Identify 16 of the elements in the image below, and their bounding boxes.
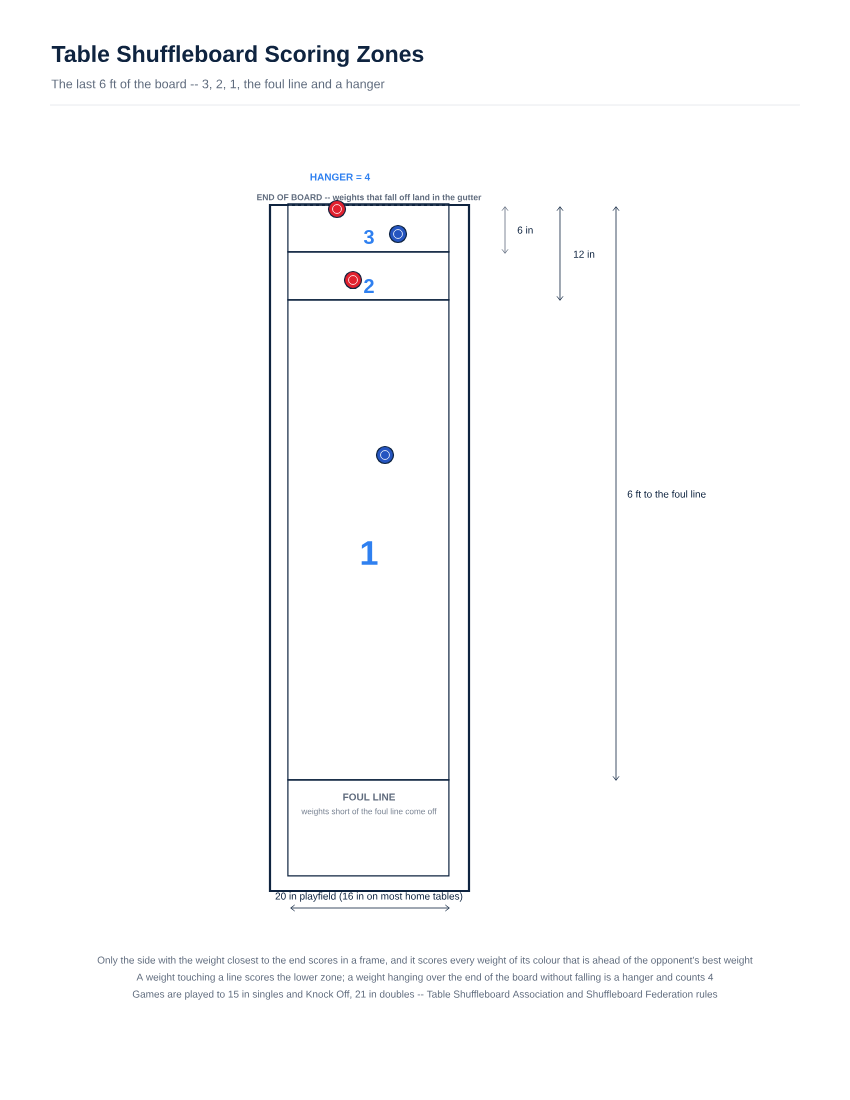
subtitle: The last 6 ft of the board -- 3, 2, 1, the foul line and a hanger xyxy=(51,79,385,91)
dimension-label: 6 ft to the foul line xyxy=(627,490,706,498)
zone-number: 3 xyxy=(363,229,374,245)
dimension-label: 6 in xyxy=(517,226,533,234)
zone-number: 1 xyxy=(361,541,378,565)
foul-line-label: FOUL LINE xyxy=(343,793,395,801)
dimension-label: 20 in playfield (16 in on most home tables) xyxy=(275,892,463,902)
note: Only the side with the weight closest to the end scores in a frame, and it scores every weight of its colour that is ahead of the opponent's best weight xyxy=(97,956,753,966)
dimension-label: 12 in xyxy=(573,250,595,258)
note: Games are played to 15 in singles and Knock Off, 21 in doubles -- Table Shuffleboard Association and Shuffleboard Federation rules xyxy=(132,990,718,1000)
zone-number: 2 xyxy=(364,279,374,293)
hanger-label: HANGER = 4 xyxy=(310,173,371,181)
note: A weight touching a line scores the lower zone; a weight hanging over the end of the board without falling is a hanger and counts 4 xyxy=(136,973,714,983)
title: Table Shuffleboard Scoring Zones xyxy=(51,45,424,67)
foul-line-note: weights short of the foul line come off xyxy=(301,808,437,816)
board-end-label: END OF BOARD -- weights that fall off land in the gutter xyxy=(257,194,482,202)
